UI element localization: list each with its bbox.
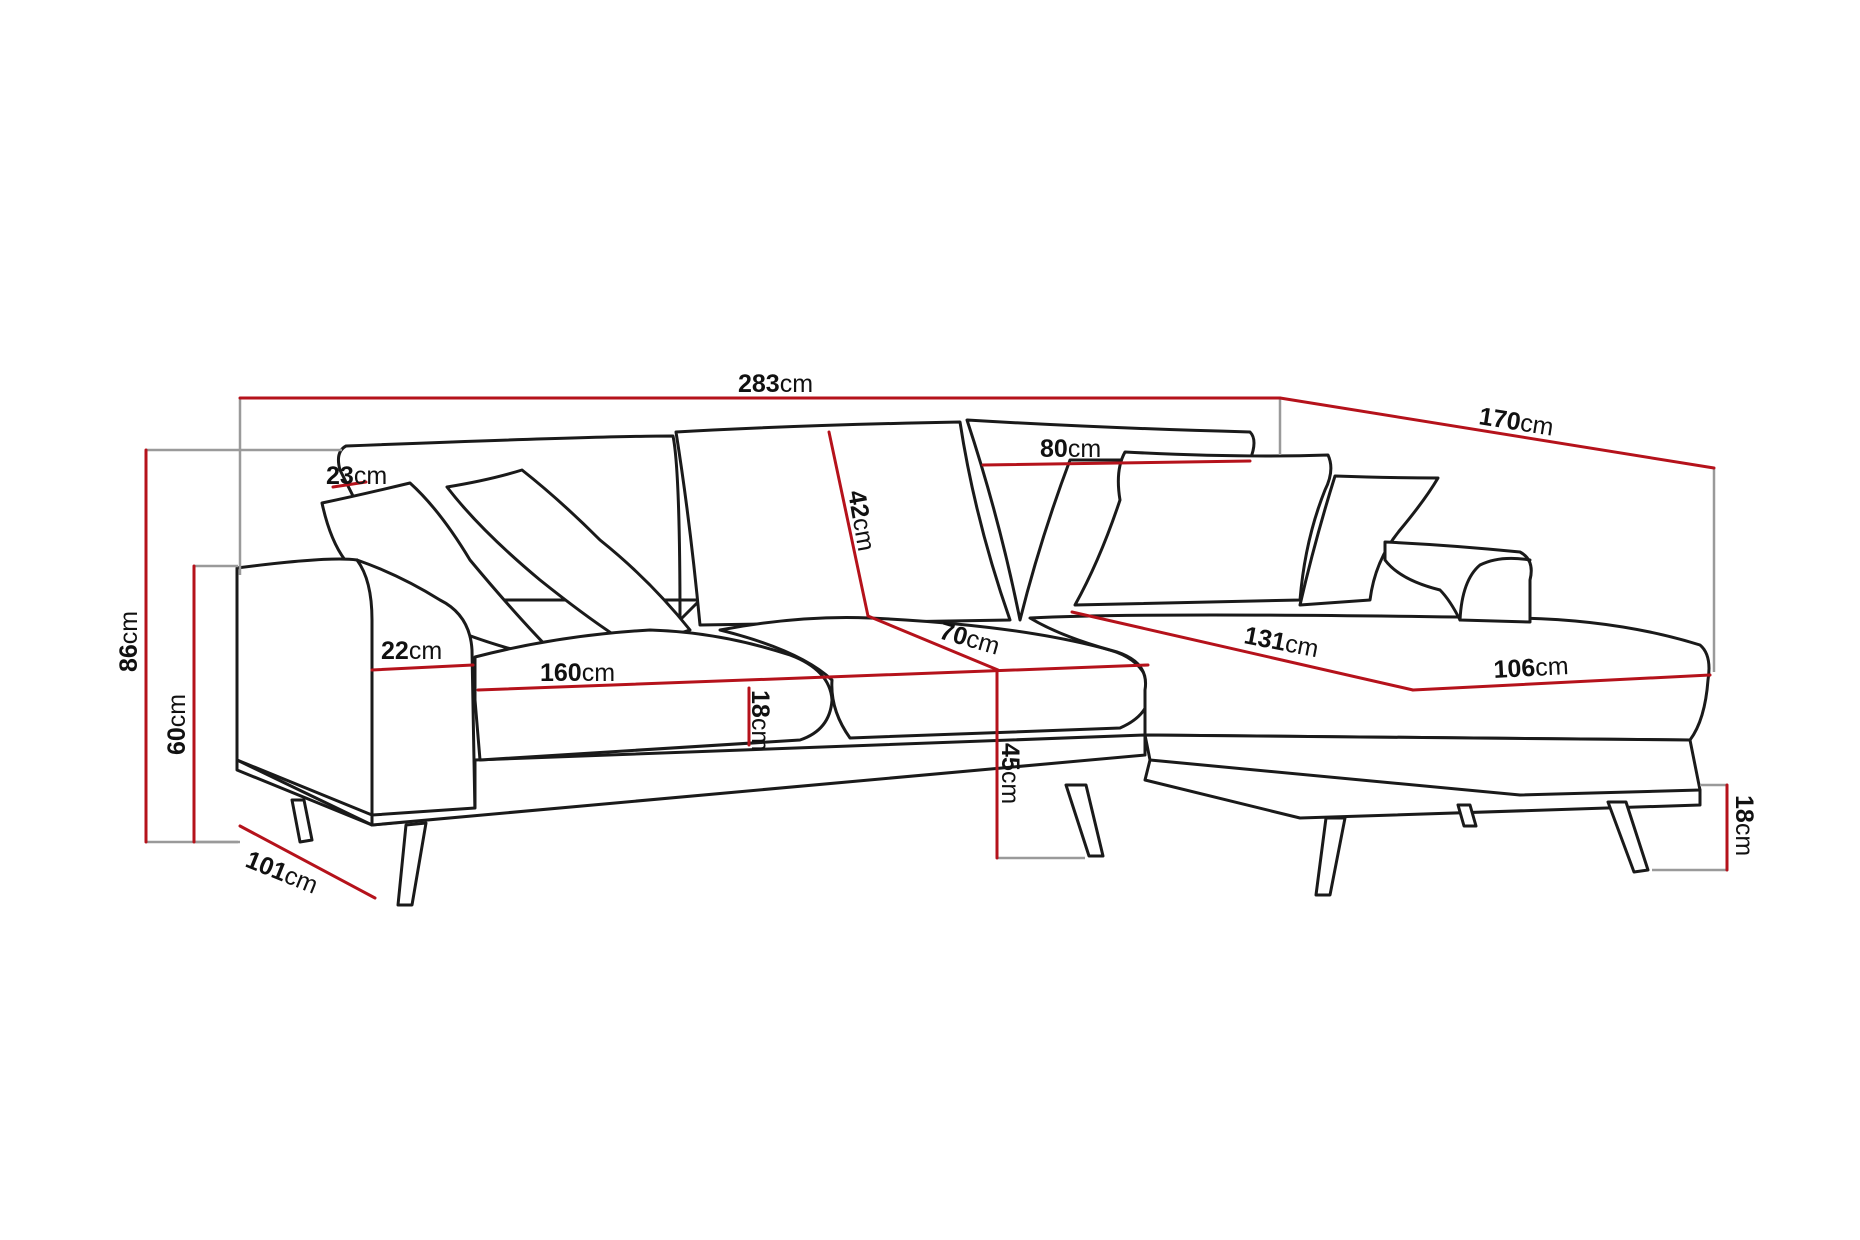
label-seat-width: 160cm: [540, 659, 615, 687]
dim-depth: [238, 824, 377, 900]
leg-middle: [1064, 783, 1105, 858]
leg-chaise-left: [1314, 816, 1347, 897]
dim-seat-width: [476, 675, 830, 692]
label-back-cushion-width: 80cm: [1040, 435, 1101, 463]
leg-chaise-right: [1606, 800, 1650, 874]
label-arm-height: 60cm: [163, 694, 191, 755]
pillow-right-large: [1073, 450, 1333, 607]
chaise-arm-front: [1458, 556, 1532, 622]
dim-seat-front: [826, 663, 1150, 679]
chaise-plinth: [1143, 758, 1702, 820]
pillow-right-small: [1298, 474, 1440, 607]
label-depth: 101cm: [242, 846, 322, 900]
back-cushion-right: [965, 418, 1256, 622]
label-total-width: 283cm: [738, 370, 813, 398]
dim-back-cushion-depth: [331, 480, 368, 489]
dim-back-cushion-width: [981, 459, 1252, 467]
label-chaise-width: 106cm: [1493, 652, 1569, 684]
dim-seat-depth: [866, 614, 1000, 672]
label-seat-cushion-thickness: 18cm: [746, 690, 774, 751]
leg-chaise-back: [1456, 803, 1478, 828]
leg-left-back: [290, 798, 314, 844]
label-chaise-depth: 170cm: [1477, 402, 1556, 441]
leg-left-front: [396, 821, 428, 907]
seat-plinth: [235, 758, 374, 827]
left-arm-front: [355, 558, 374, 827]
chaise-seat: [1028, 613, 1711, 742]
dim-arm-width: [370, 663, 475, 672]
dim-chaise-width: [1411, 673, 1712, 692]
sofa-drawing: [235, 418, 1711, 907]
seat-cushion-left: [473, 628, 834, 762]
dim-chaise-length: [1070, 610, 1415, 692]
chaise-arm: [1383, 540, 1533, 624]
label-back-cushion-depth: 23cm: [326, 462, 387, 490]
chaise-base: [1143, 733, 1702, 797]
left-arm: [235, 557, 477, 827]
label-total-height: 86cm: [115, 611, 143, 672]
label-chaise-length: 131cm: [1242, 621, 1321, 663]
label-seat-height: 45cm: [996, 743, 1024, 804]
dim-chaise-depth: [1278, 396, 1716, 470]
label-leg-height: 18cm: [1730, 795, 1758, 856]
pillow-left: [445, 468, 692, 644]
dim-backrest-height: [827, 430, 870, 618]
label-arm-width: 22cm: [381, 637, 442, 665]
back-cushion-middle: [674, 420, 1012, 627]
dimension-lines: [144, 396, 1729, 900]
label-backrest-height: 42cm: [842, 488, 880, 553]
